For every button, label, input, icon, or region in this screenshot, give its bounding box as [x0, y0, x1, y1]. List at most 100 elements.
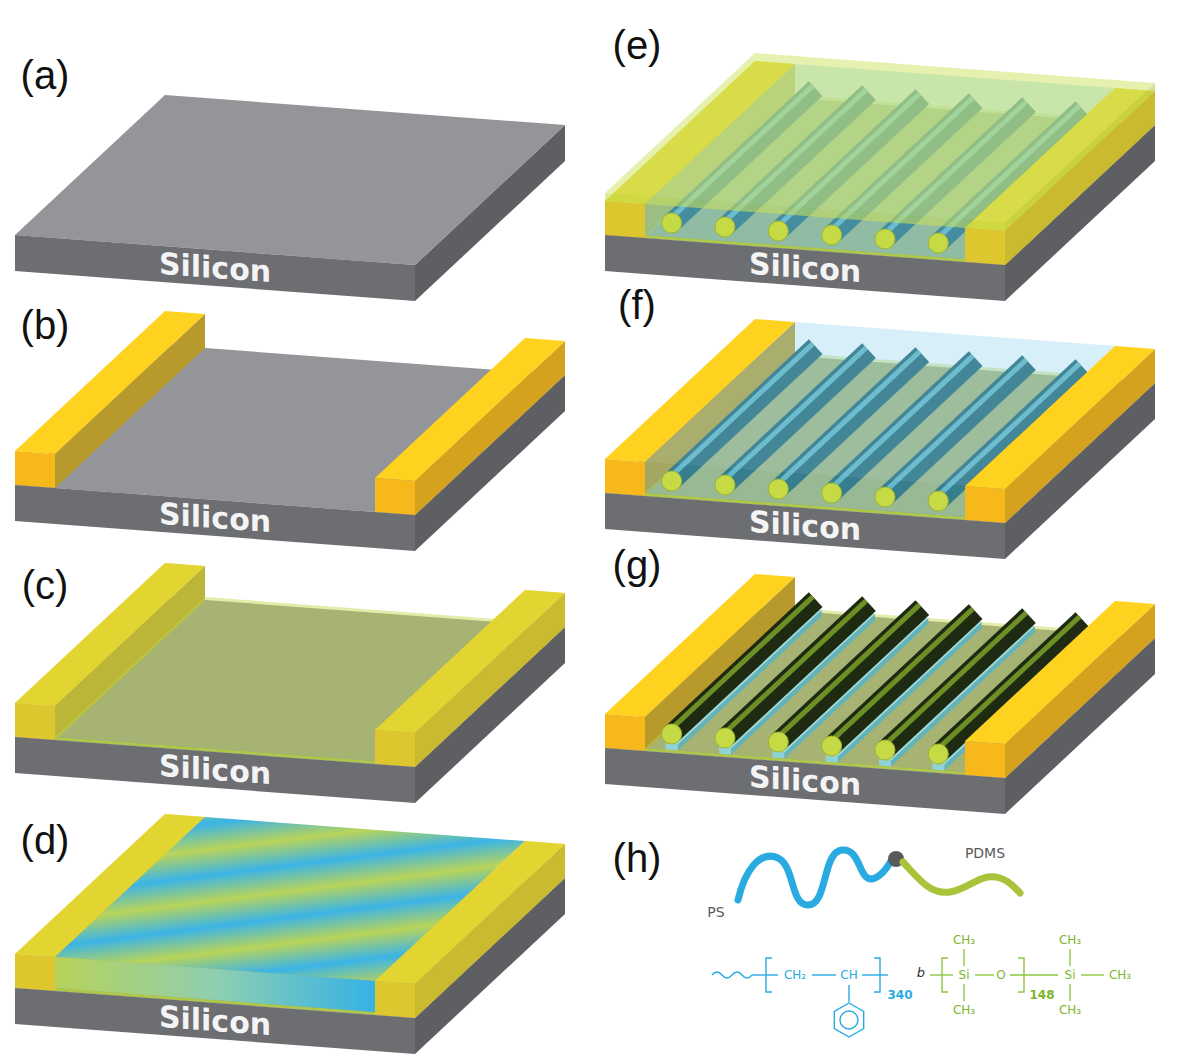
electrode: [965, 486, 1005, 523]
formula-text: Si: [1065, 969, 1076, 981]
pillar-base: [719, 748, 731, 755]
panel-letter: (d): [21, 820, 70, 860]
polymer-chain: [903, 862, 1020, 893]
formula-text: PS: [707, 905, 724, 919]
panel-letter: (e): [613, 25, 662, 65]
brush-coat: [15, 954, 55, 991]
wafer-face: [15, 95, 565, 265]
formula-text: O: [996, 969, 1005, 981]
electrode: [15, 451, 55, 488]
brush-coat: [965, 228, 1005, 265]
bond-line: [1069, 984, 1070, 1001]
bond-line: [752, 974, 778, 975]
cylinder-end: [875, 487, 895, 507]
bond-line: [963, 984, 964, 1001]
panel-letter: (c): [22, 565, 69, 605]
bond-line: [1081, 974, 1104, 975]
panel-letter: (g): [613, 545, 662, 585]
electrode: [605, 459, 645, 496]
electrode: [375, 478, 415, 515]
brush-coat: [375, 841, 565, 984]
formula-text: CH₃: [1109, 969, 1131, 981]
cylinder-end: [768, 479, 788, 499]
cylinder-end: [822, 736, 842, 756]
bond-line: [963, 949, 964, 966]
cylinder-end: [822, 483, 842, 503]
electrode: [965, 228, 1005, 265]
bracket: [766, 958, 772, 992]
substrate-text: Silicon: [749, 504, 861, 548]
bracket: [874, 958, 880, 992]
pillar-base: [932, 764, 944, 771]
electrode: [15, 954, 55, 991]
electrode: [375, 981, 415, 1018]
electrode: [375, 730, 415, 767]
cylinder-end: [875, 229, 895, 249]
bond-line: [862, 974, 888, 975]
cylinder-end: [928, 233, 948, 253]
bond-line: [975, 974, 994, 975]
substrate-text: Silicon: [749, 759, 861, 803]
electrode: [965, 741, 1005, 778]
substrate-text: Silicon: [159, 246, 271, 290]
pillar-base: [772, 752, 784, 759]
substrate-text: Silicon: [159, 496, 271, 540]
cylinder-end: [822, 225, 842, 245]
top-coat: [605, 193, 1005, 231]
brush-coat: [605, 201, 645, 238]
formula-text: CH: [840, 969, 857, 981]
brush-coat: [375, 981, 415, 1018]
electrode: [965, 601, 1155, 744]
benzene-ring: [840, 1011, 858, 1029]
formula-text: b: [917, 966, 925, 979]
electrode: [15, 703, 55, 740]
panel-letter: (b): [21, 305, 70, 345]
formula-text: CH₃: [1059, 934, 1081, 946]
formula-text: 340: [887, 989, 912, 1001]
electrode: [605, 714, 645, 751]
cylinder-end: [715, 217, 735, 237]
panel-letter: (h): [613, 838, 662, 878]
top-coat: [605, 53, 1155, 223]
cylinder-end: [715, 728, 735, 748]
bond-line: [848, 985, 849, 1002]
substrate-text: Silicon: [159, 999, 271, 1043]
pillar-base: [879, 760, 891, 767]
bracket: [1018, 958, 1024, 992]
cylinder-end: [928, 491, 948, 511]
cylinder-end: [768, 732, 788, 752]
pillar-base: [826, 756, 838, 763]
panel-letter: (a): [21, 55, 70, 95]
cylinder-end: [768, 221, 788, 241]
benzene-ring: [834, 1003, 863, 1037]
bond-line: [1069, 949, 1070, 966]
brush-coat: [15, 703, 55, 740]
cylinder-end: [662, 213, 682, 233]
panel-letter: (f): [618, 285, 656, 325]
bond-line: [1010, 974, 1058, 975]
electrode: [965, 346, 1155, 489]
cylinder-end: [662, 724, 682, 744]
formula-text: Si: [959, 969, 970, 981]
brush-coat: [375, 730, 415, 767]
formula-text: CH₂: [784, 969, 806, 981]
bracket: [942, 958, 948, 992]
polymer-chain: [738, 850, 891, 905]
substrate-text: Silicon: [749, 246, 861, 290]
brush-coat: [375, 590, 565, 733]
wavy-bond: [712, 972, 752, 978]
electrode: [605, 201, 645, 238]
formula-text: CH₃: [1059, 1004, 1081, 1016]
formula-text: 148: [1029, 989, 1054, 1001]
cylinder-end: [715, 475, 735, 495]
panel-art: [15, 53, 1155, 1054]
bond-line: [812, 974, 836, 975]
formula-text: PDMS: [965, 846, 1005, 860]
polymer-sketch: [712, 850, 1104, 1037]
electrode: [375, 338, 565, 481]
formula-text: CH₃: [953, 934, 975, 946]
substrate-text: Silicon: [159, 748, 271, 792]
cylinder-end: [875, 740, 895, 760]
formula-text: CH₃: [953, 1004, 975, 1016]
